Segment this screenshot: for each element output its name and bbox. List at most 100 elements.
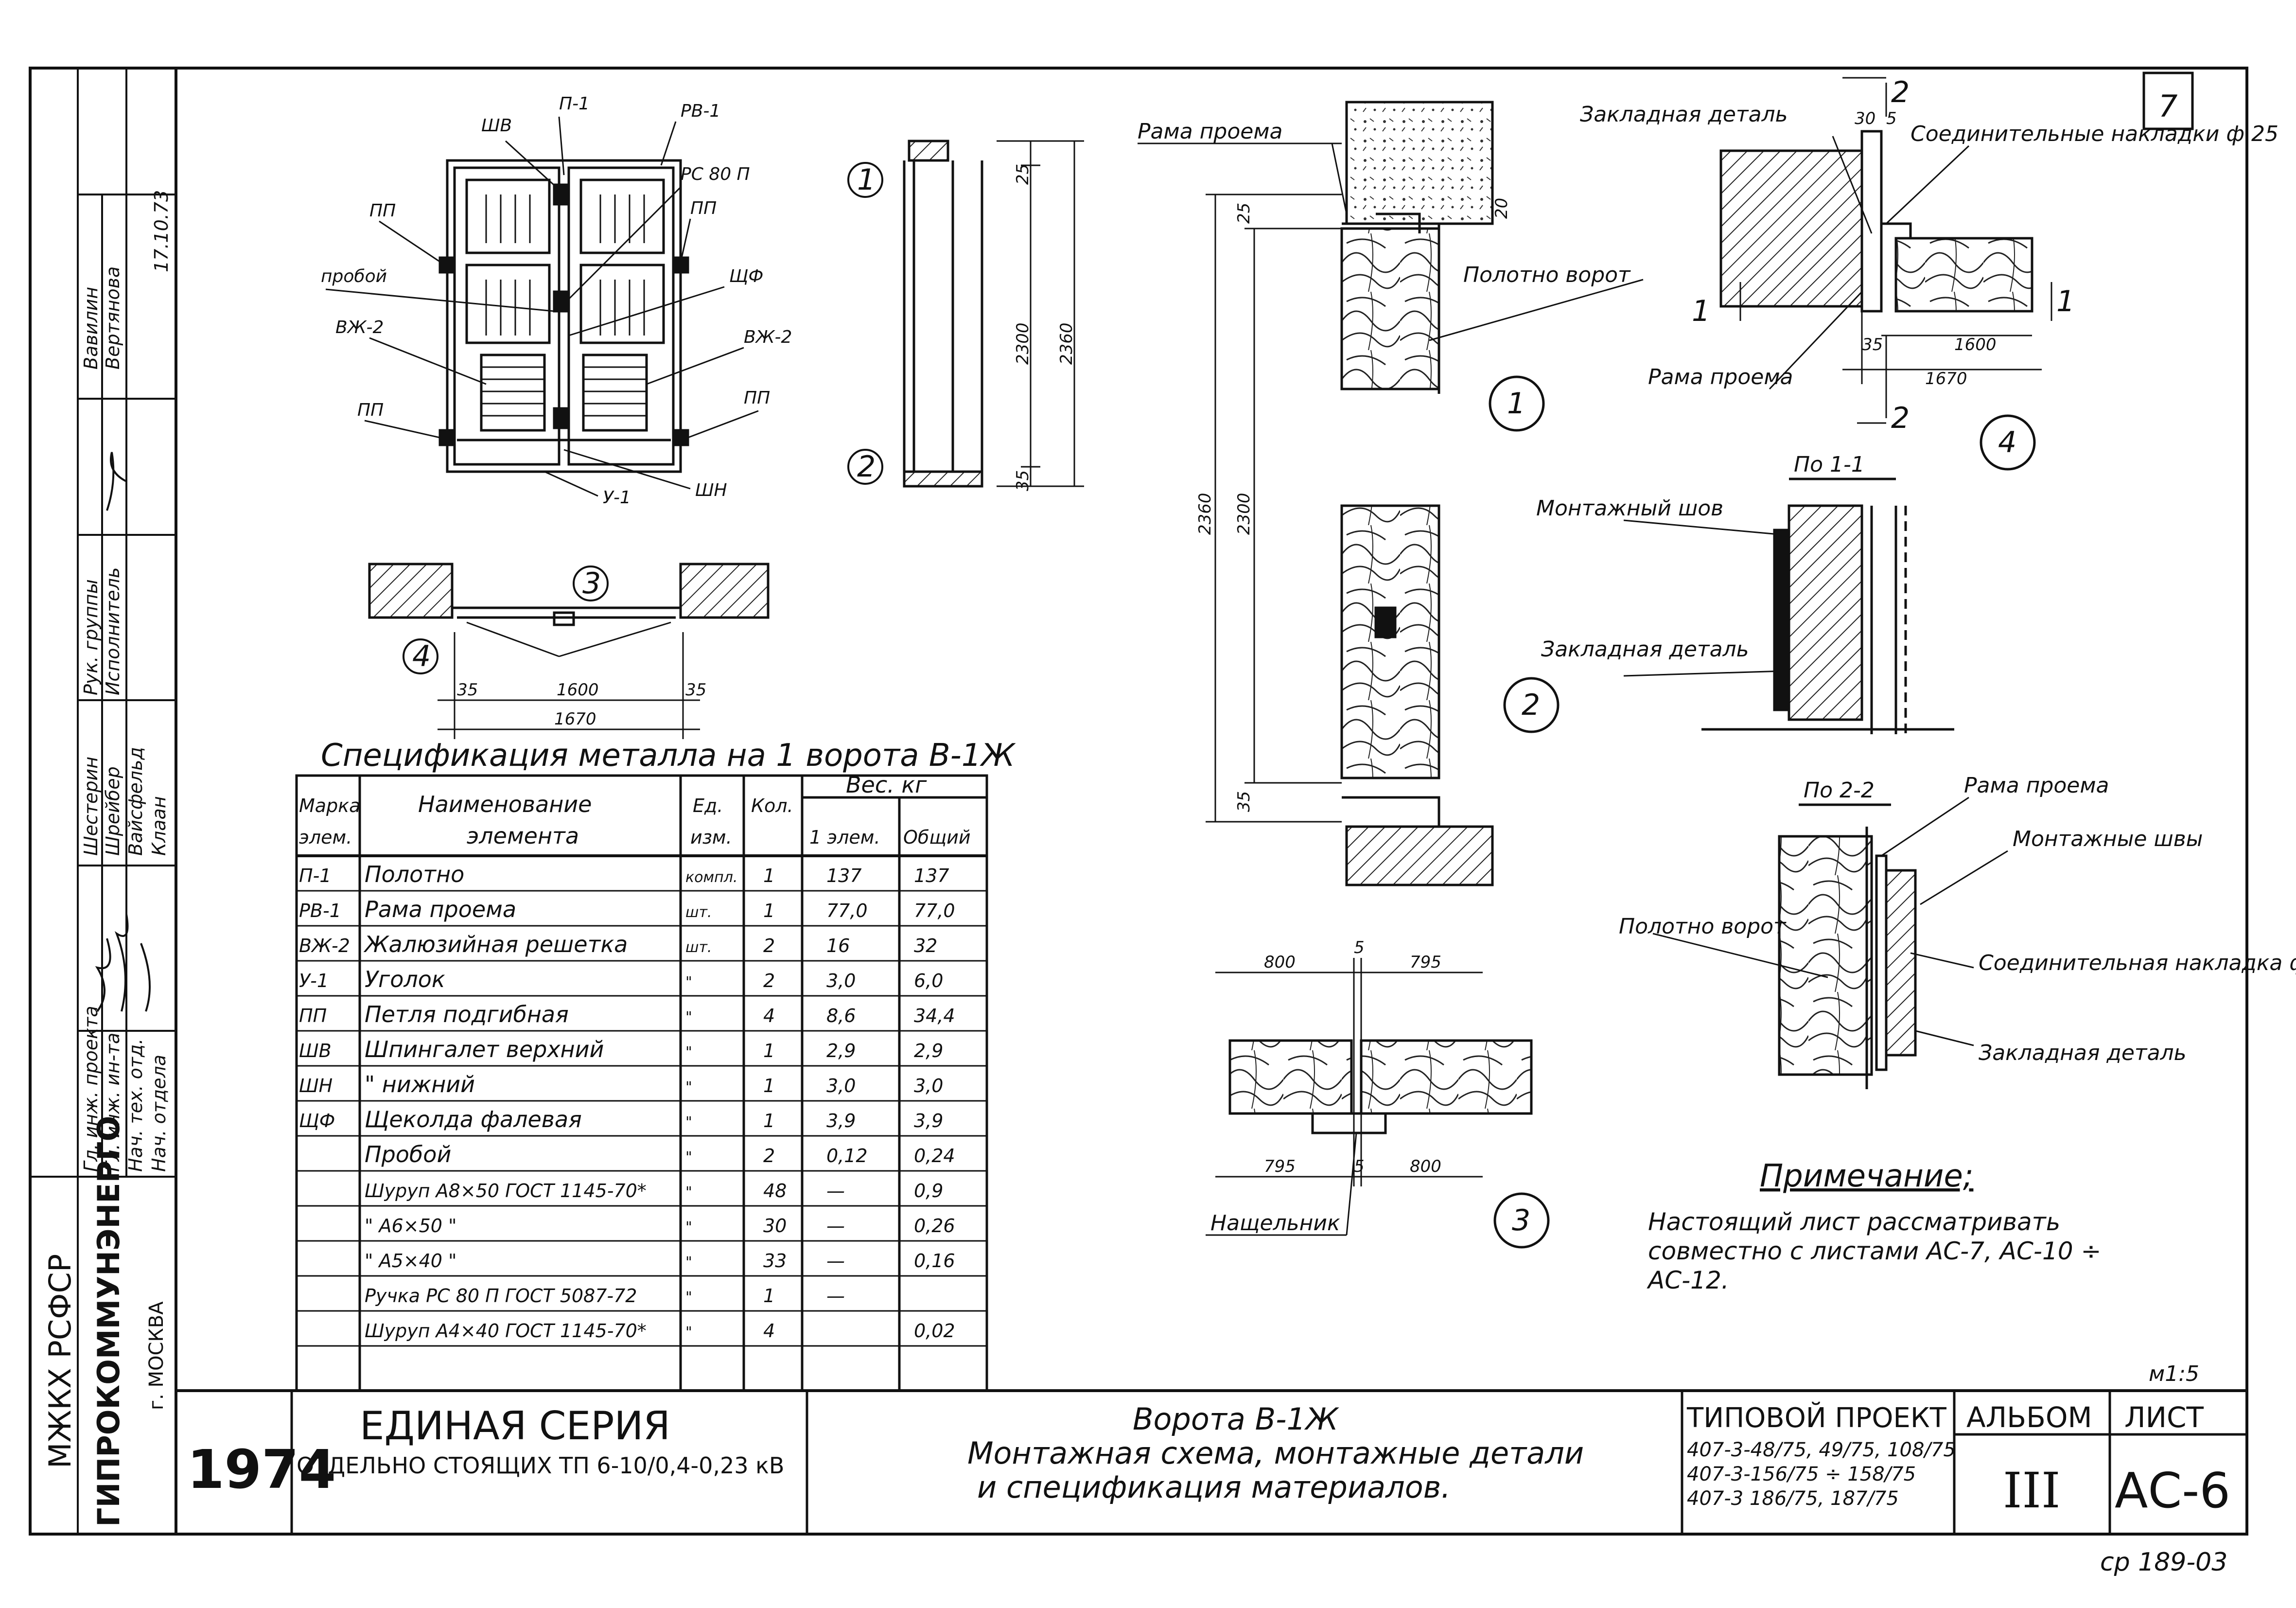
spec-cell-name: Уголок	[365, 966, 445, 992]
d3-dim-795: 795	[1410, 953, 1441, 972]
gate-callout-13: ШН	[695, 480, 727, 500]
plan-dim-1600: 1600	[557, 680, 599, 700]
spec-cell-name: " нижний	[365, 1071, 475, 1097]
org-line-2: ГИПРОКОММУНЭНЕРГО	[91, 1116, 126, 1527]
d4-dim-35: 35	[1862, 335, 1883, 354]
spec-cell-wt: 137	[914, 865, 949, 886]
spec-cell-qty: 4	[763, 1320, 775, 1342]
plan-dim-35a: 35	[457, 680, 478, 700]
hdr-weight: Вес. кг	[846, 772, 927, 798]
spec-cell-unit: компл.	[685, 869, 737, 886]
s22-label-nakladka: Соединительная накладка ф 25	[1979, 951, 2296, 975]
spec-cell-qty: 2	[763, 970, 775, 991]
gate-callout-14: У-1	[603, 488, 631, 508]
spec-cell-unit: "	[685, 1184, 692, 1201]
side-role-6: Исполнитель	[102, 567, 123, 695]
d4-dim-5: 5	[1886, 109, 1897, 128]
spec-cell-qty: 2	[763, 1145, 775, 1166]
elev-dim-2300: 2300	[1013, 322, 1033, 365]
spec-cell-mark: ПП	[299, 1005, 327, 1026]
title-block	[290, 1391, 2247, 1534]
spec-cell-wt: 6,0	[914, 970, 943, 991]
s11-label-shov: Монтажный шов	[1536, 496, 1723, 521]
spec-cell-wt: 0,26	[914, 1215, 955, 1237]
spec-cell-wt: 0,16	[914, 1250, 955, 1272]
side-stamp: Гл. инж. ин-та Нач. тех. отд. Шрейбер Ва…	[30, 68, 176, 1534]
spec-cell-unit: шт.	[685, 939, 712, 956]
tb-proj-title: ТИПОВОЙ ПРОЕКТ	[1686, 1402, 1947, 1434]
plan-mark-4: 4	[412, 639, 431, 673]
detail-4	[1719, 77, 2052, 471]
side-elevation	[847, 140, 1084, 488]
gate-callout-12: ПП	[744, 388, 770, 408]
tb-series-2: ОТДЕЛЬНО СТОЯЩИХ ТП 6-10/0,4-0,23 кВ	[297, 1452, 784, 1479]
side-role-4: Нач. отдела	[148, 1055, 170, 1172]
spec-cell-qty: 1	[763, 1285, 775, 1307]
spec-cell-wt: 2,9	[914, 1040, 943, 1061]
d3-dim-795b: 795	[1264, 1157, 1296, 1176]
spec-cell-qty: 2	[763, 935, 775, 956]
side-role-3: Гл. инж. проекта	[80, 1006, 102, 1172]
spec-cell-unit: "	[685, 1044, 692, 1061]
detail-3	[1206, 958, 1550, 1249]
spec-cell-unit: "	[685, 1219, 692, 1236]
note-line-3: АС-12.	[1647, 1266, 1729, 1294]
s11-label-detal: Закладная деталь	[1541, 637, 1749, 662]
gate-callout-10: ВЖ-2	[744, 327, 792, 347]
d4-label-rama: Рама проема	[1648, 365, 1793, 389]
tb-sheet-label: ЛИСТ	[2124, 1401, 2204, 1434]
spec-cell-w1: 3,0	[826, 970, 856, 991]
spec-cell-unit: "	[685, 1009, 692, 1026]
gate-callout-2: П-1	[559, 94, 590, 114]
d4-dim-1670: 1670	[1925, 369, 1967, 389]
spec-cell-mark: У-1	[299, 970, 329, 991]
gate-callout-7: пробой	[321, 266, 387, 286]
spec-cell-qty: 1	[763, 1040, 775, 1061]
spec-cell-mark: П-1	[299, 865, 331, 886]
side-role-7: Вавилин	[80, 287, 102, 370]
section-label-rama: Рама проема	[1138, 119, 1282, 144]
spec-cell-wt: 0,24	[914, 1145, 955, 1166]
spec-cell-name: Петля подгибная	[365, 1001, 569, 1027]
d4-cut-1b: 1	[2056, 284, 2075, 318]
spec-cell-name: Рама проема	[365, 896, 516, 922]
d4-cut-2a: 2	[1891, 75, 1910, 109]
d3-dim-5b: 5	[1354, 1157, 1365, 1176]
hdr-name-1: Наименование	[418, 791, 592, 817]
side-name-1: Шрейбер	[102, 766, 123, 856]
section-mark-1: 1	[1507, 387, 1525, 421]
section-mark-2: 2	[1522, 688, 1540, 722]
spec-cell-w1: —	[826, 1285, 845, 1307]
spec-table	[295, 774, 988, 1392]
spec-cell-qty: 1	[763, 900, 775, 921]
gate-callout-3: РВ-1	[681, 101, 720, 121]
gate-callout-5: РС 80 П	[681, 164, 750, 184]
spec-cell-wt: 0,9	[914, 1180, 943, 1202]
note-line-1: Настоящий лист рассматривать	[1648, 1208, 2060, 1236]
spec-cell-unit: "	[685, 1149, 692, 1166]
bottom-code: ср 189-03	[2100, 1548, 2227, 1577]
tb-desc-2: Монтажная схема, монтажные детали	[967, 1435, 1584, 1471]
spec-cell-qty: 1	[763, 1110, 775, 1131]
spec-cell-qty: 1	[763, 1075, 775, 1096]
tb-proj-line-2: 407-3-156/75 ÷ 158/75	[1687, 1463, 1916, 1485]
elev-mark-2: 2	[857, 450, 876, 484]
spec-cell-qty: 30	[763, 1215, 787, 1237]
note-line-2: совместно с листами АС-7, АС-10 ÷	[1648, 1237, 2101, 1265]
spec-cell-unit: "	[685, 1079, 692, 1096]
spec-cell-w1: 77,0	[826, 900, 868, 921]
spec-cell-qty: 33	[763, 1250, 787, 1272]
spec-cell-unit: "	[685, 1114, 692, 1131]
plan-mark-3: 3	[582, 566, 601, 601]
spec-cell-name: Шуруп А4×40 ГОСТ 1145-70*	[365, 1320, 647, 1342]
plan-dim-35b: 35	[685, 680, 706, 700]
hdr-mark-1: Марка	[299, 795, 360, 816]
side-name-2: Вайсфельд	[125, 747, 146, 856]
spec-cell-w1: —	[826, 1215, 845, 1237]
signature	[95, 938, 111, 1012]
hdr-mark-2: элем.	[299, 827, 352, 848]
spec-cell-w1: 3,9	[826, 1110, 856, 1131]
spec-cell-w1: 16	[826, 935, 850, 956]
gate-callout-4: ПП	[369, 201, 396, 221]
d4-cut-1a: 1	[1692, 294, 1710, 328]
